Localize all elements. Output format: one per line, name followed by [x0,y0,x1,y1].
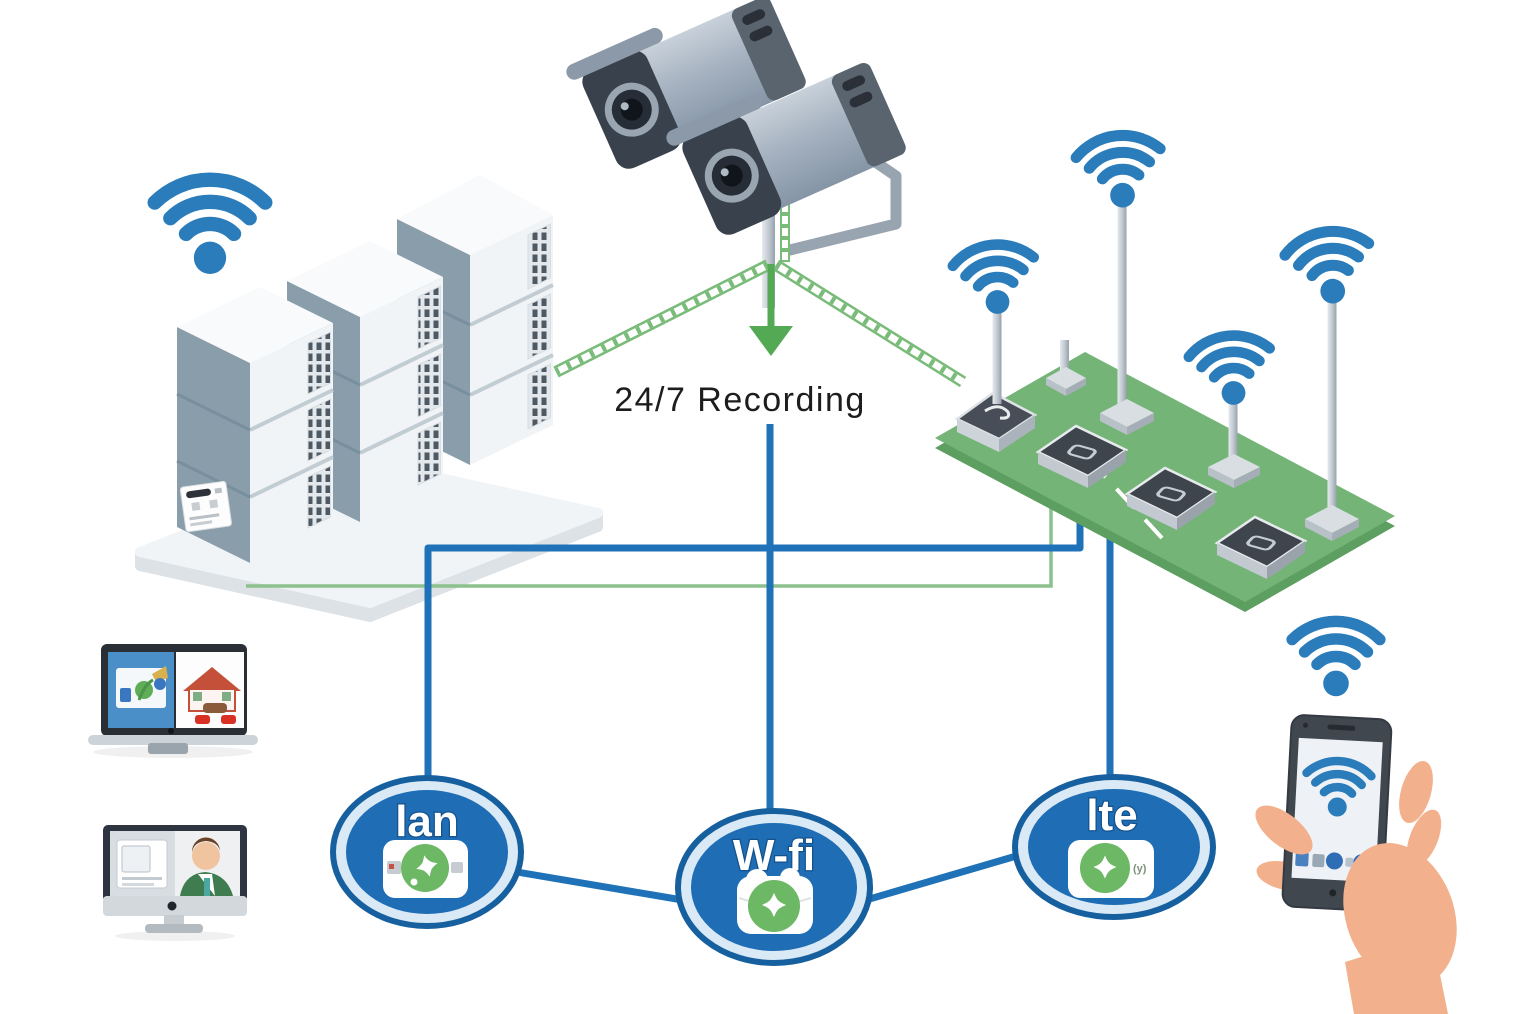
server-front-label [179,480,232,533]
node-lte-label: lte [1086,791,1137,840]
desktop-stand-neck [164,915,184,925]
wireless-module-board [935,131,1395,612]
antenna-pole-3 [1228,394,1238,468]
node-lte: lte (y) [1012,774,1216,920]
green-spark-badge-icon [383,840,468,898]
board-stub-pad [1046,340,1086,396]
wifi-icon [1074,131,1166,212]
antenna-pad-3 [1208,454,1260,488]
antenna-pole-2 [1117,196,1127,414]
smartphone-in-hand [1255,621,1457,1014]
antenna-pole-1 [992,306,1002,404]
recording-arrow-icon [749,264,793,356]
wifi-icon [951,241,1039,318]
monitoring-laptop [88,644,258,758]
cctv-camera-1 [566,0,806,169]
laptop-webcam-dot [168,728,174,734]
radio-module-a [954,391,1038,452]
board-chip-3 [1214,515,1308,579]
camera-cable-right [772,259,967,388]
server-tower-1 [176,287,334,563]
laptop-base [88,735,258,745]
board-chip-1 [1035,424,1129,488]
antenna-pole-4 [1327,292,1337,520]
green-spark-badge-icon [737,868,813,934]
green-spark-badge-icon: (y) [1068,840,1154,898]
antenna-pad-2 [1100,399,1154,435]
desktop-camera-dot [167,901,177,911]
wifi-icon [155,180,266,274]
node-lan: lan [330,775,524,929]
line-lan-to-wifi [504,866,701,907]
camera-cable-left [553,259,771,378]
laptop-stand [148,743,188,754]
hand-palm [1255,805,1457,1014]
video-call-person [180,837,233,896]
antenna-pad-4 [1305,505,1359,541]
wifi-icon [1283,226,1377,309]
board-chip-2 [1124,466,1218,530]
monitoring-desktop [103,825,247,941]
node-wifi: W-fi [675,808,873,966]
cctv-camera-2 [666,62,906,235]
node-lte-badge: (y) [1133,863,1147,875]
wifi-icon [1187,332,1275,409]
desktop-stand-foot [145,924,203,933]
node-wifi-label: W-fi [733,831,815,880]
server-rack-cluster [135,175,603,622]
line-wifi-to-lte [855,848,1031,907]
wifi-icon [1292,621,1380,696]
cctv-camera-assembly [553,0,967,388]
node-lan-label: lan [395,797,459,846]
recording-label: 24/7 Recording [614,381,866,419]
